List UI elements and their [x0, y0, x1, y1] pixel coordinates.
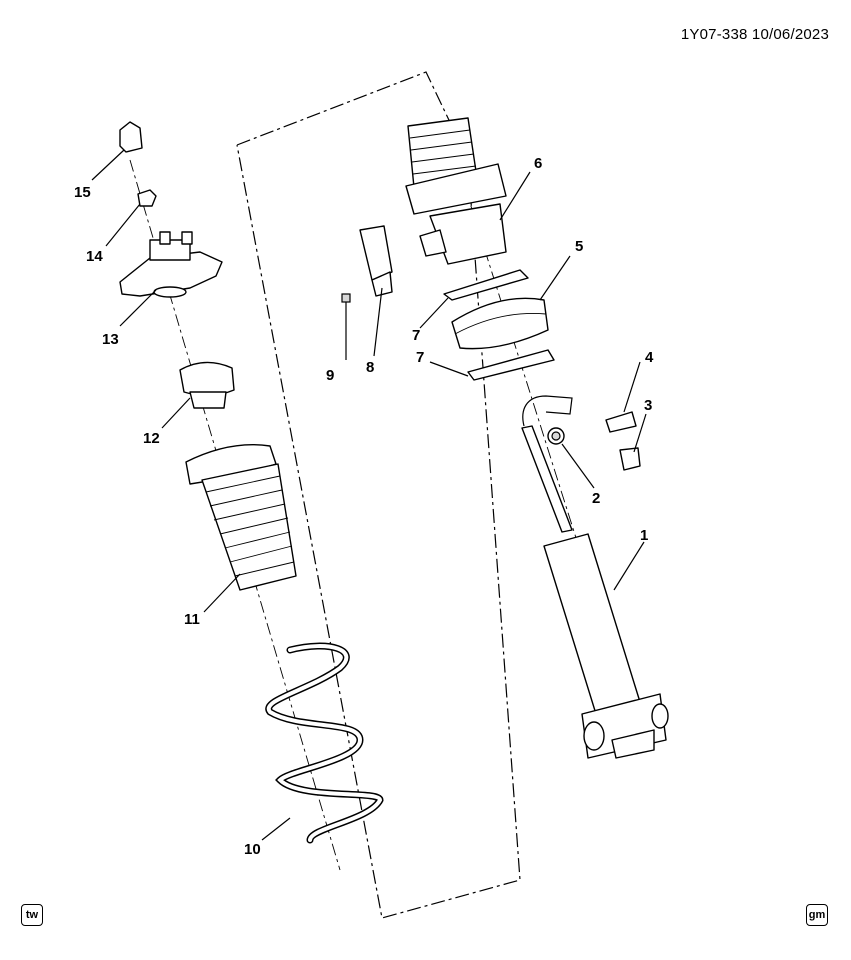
part-cap [119, 121, 143, 153]
assembly-boundary [236, 71, 521, 919]
callout-2: 2 [592, 490, 600, 507]
part-connector [605, 411, 637, 433]
part-shock-absorber [521, 425, 669, 759]
part-isolator-lower [467, 349, 555, 381]
part-upper-insulator [405, 117, 507, 265]
part-wire-harness [522, 395, 573, 427]
callout-4: 4 [645, 349, 654, 366]
part-bolt [341, 293, 351, 303]
part-clip [619, 447, 641, 471]
callout-8: 8 [366, 359, 374, 376]
part-dust-boot [185, 444, 297, 591]
callout-15: 15 [74, 184, 91, 201]
callout-13: 13 [102, 331, 119, 348]
callout-11: 11 [184, 611, 200, 628]
part-sensor [547, 427, 565, 445]
part-isolator-upper [443, 269, 529, 301]
gm-logo-badge: gm [806, 904, 828, 926]
callout-12: 12 [143, 430, 160, 447]
tw-badge: tw [21, 904, 43, 926]
callout-3: 3 [644, 397, 652, 414]
part-jounce-bumper [179, 361, 235, 409]
callout-10: 10 [244, 841, 261, 858]
callout-7-upper: 7 [412, 327, 420, 344]
callout-5: 5 [575, 238, 583, 255]
leader-lines [91, 149, 647, 841]
diagram-code: 1Y07-338 10/06/2023 [680, 26, 829, 43]
callout-1: 1 [640, 527, 648, 544]
callout-7-lower: 7 [416, 349, 424, 366]
callout-6: 6 [534, 155, 542, 172]
part-spring-seat [451, 297, 549, 350]
callout-14: 14 [86, 248, 103, 265]
part-upper-mount [119, 231, 223, 298]
part-bracket [359, 225, 393, 297]
part-nut [137, 189, 157, 207]
callout-9: 9 [326, 367, 334, 384]
part-coil-spring [265, 642, 384, 844]
